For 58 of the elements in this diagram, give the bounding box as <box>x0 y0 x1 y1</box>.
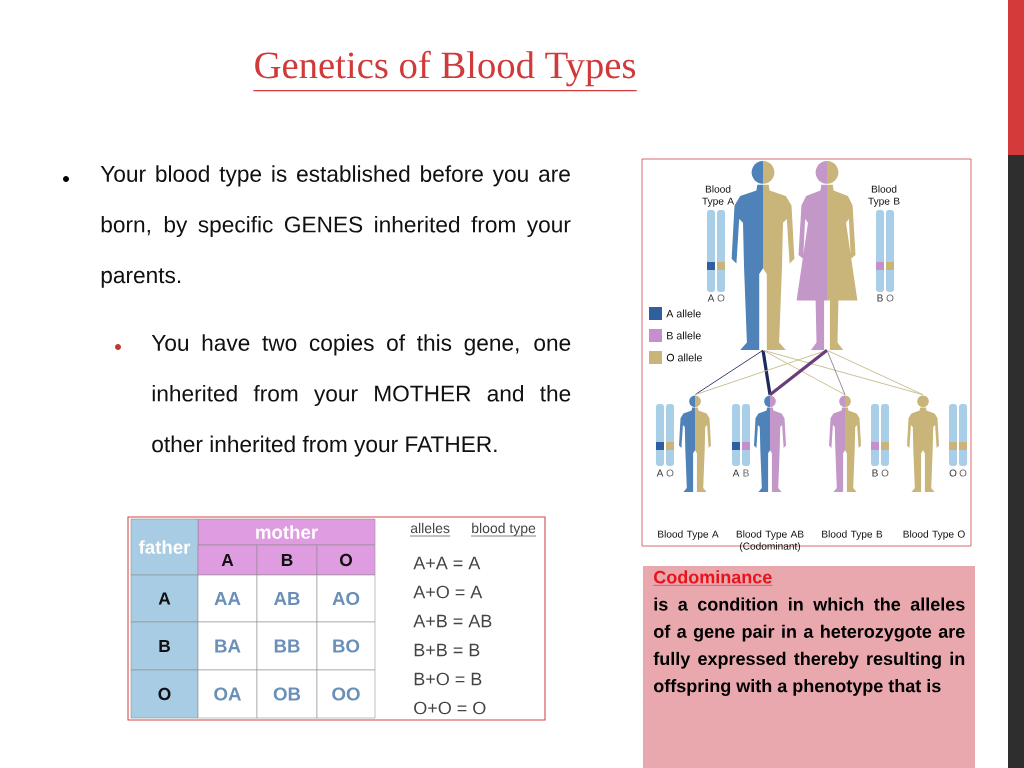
table-cell: OB <box>256 669 318 719</box>
connector-line <box>762 349 846 396</box>
column-heading: alleles <box>409 522 451 537</box>
table-cell: OO <box>316 669 376 719</box>
table-header: father <box>130 518 199 576</box>
connector-line <box>826 349 924 396</box>
allele-letter: B <box>872 469 878 477</box>
table-cell: AO <box>316 574 376 623</box>
node-label: Blood Type A <box>702 185 735 207</box>
allele-letter: O <box>959 469 967 477</box>
table-cell: AA <box>197 574 258 623</box>
allele-equation: B+B = B <box>414 643 480 657</box>
table-header: O <box>316 544 376 576</box>
table-cell: BA <box>197 621 258 671</box>
person-figure <box>679 395 711 492</box>
allele-letter: A <box>656 469 664 477</box>
allele-letter: A <box>732 469 740 477</box>
figure-caption: Blood Type B <box>822 530 883 540</box>
figure-caption: Blood Type O <box>903 530 965 540</box>
allele-letter: O <box>949 469 957 477</box>
connector-line <box>762 349 924 396</box>
allele-letter: A <box>707 294 715 302</box>
figure-caption: Blood Type AB (Codominant) <box>736 530 804 552</box>
allele-equation: B+O = B <box>414 672 482 686</box>
table-header: A <box>197 544 258 576</box>
title: Genetics of Blood Types <box>252 50 638 92</box>
node-label: Blood Type B <box>868 185 900 207</box>
allele-equation: A+O = A <box>413 585 483 599</box>
connector-line <box>761 350 772 395</box>
person-figure <box>796 160 858 350</box>
table-cell: BO <box>316 621 376 671</box>
allele-equation: A+A = A <box>413 556 481 570</box>
connector-line <box>769 349 828 396</box>
allele-letter: O <box>881 469 889 477</box>
legend-label: A allele <box>666 309 701 318</box>
allele-equation: O+O = O <box>414 701 486 715</box>
bullet-text: Your blood type is established before you are born, by specific GENES inherited from your parents. <box>100 165 571 288</box>
table-header: B <box>256 544 318 576</box>
table-cell: AB <box>256 574 318 623</box>
table-cell: OA <box>197 669 258 719</box>
connector-line <box>826 349 846 396</box>
table-cell: A <box>130 574 199 623</box>
legend-label: B allele <box>667 331 701 340</box>
table-cell: O <box>130 669 199 719</box>
figure-caption: Blood Type A <box>658 530 719 540</box>
legend-label: O allele <box>666 353 702 362</box>
definition-box: Codominance is a condition in which the alleles of a gene pair in a heterozygote are fully expressed thereby resulting in offspring with a phenotype that is <box>643 566 975 768</box>
allele-letter: O <box>886 294 894 302</box>
connector-line <box>694 349 764 396</box>
allele-equation: A+B = AB <box>413 614 492 628</box>
bullet-text: You have two copies of this gene, one inherited from your MOTHER and the other inherited from your FATHER. <box>151 334 571 457</box>
person-figure <box>829 395 861 492</box>
person-figure <box>907 395 939 492</box>
allele-letter: B <box>877 294 883 302</box>
table-cell: B <box>130 621 199 671</box>
column-heading: blood type <box>470 522 537 537</box>
table-cell: BB <box>256 621 318 671</box>
person-figure <box>754 395 786 492</box>
